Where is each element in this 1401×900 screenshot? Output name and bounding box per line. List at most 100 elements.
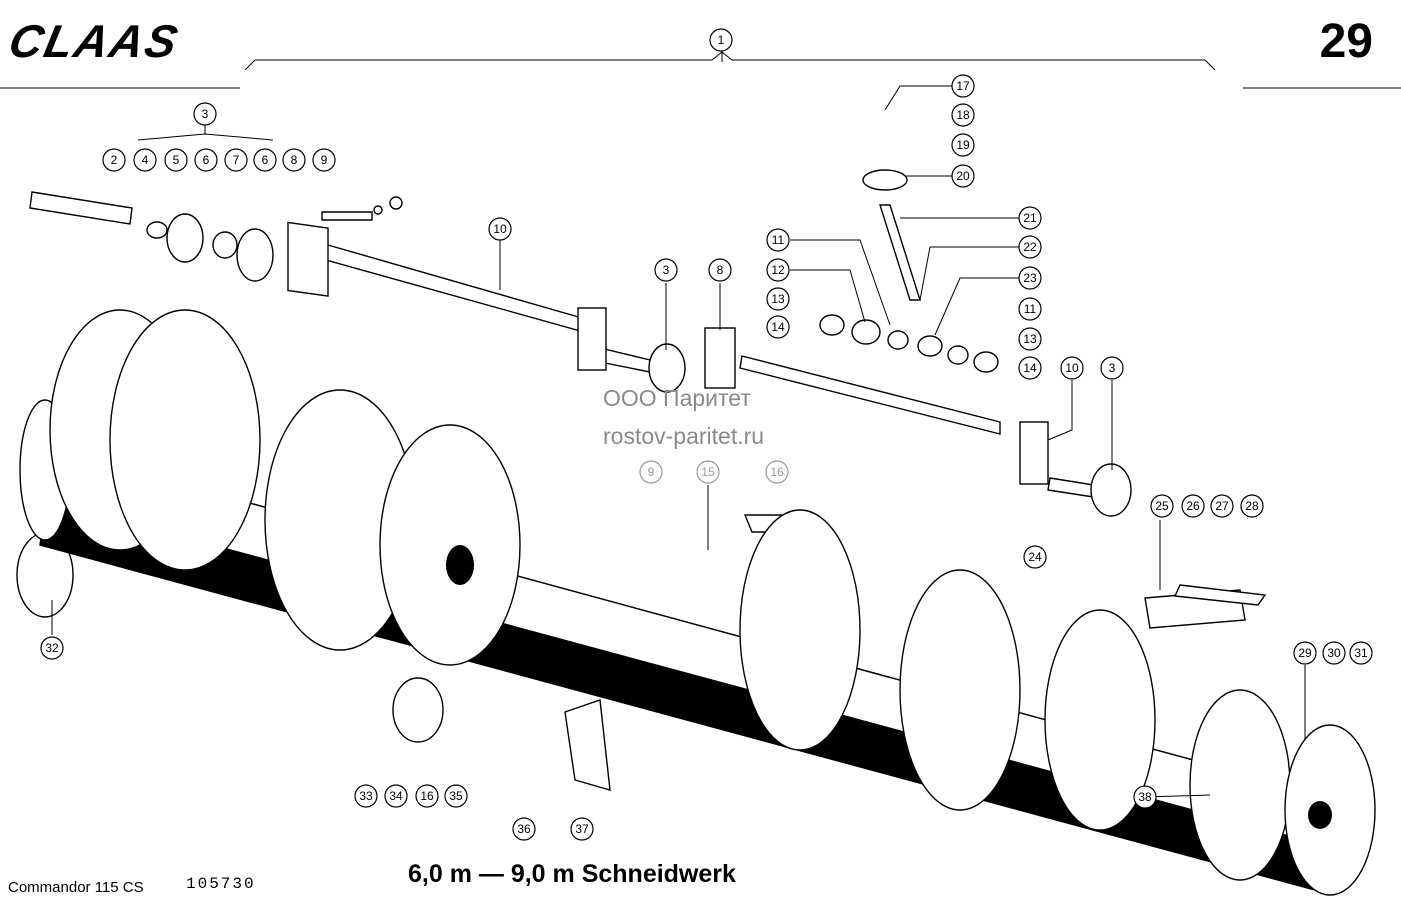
watermark-url: rostov-paritet.ru	[603, 423, 765, 449]
svg-text:21: 21	[1023, 211, 1037, 225]
document-number: 105730	[186, 875, 256, 893]
svg-text:16: 16	[770, 465, 784, 479]
callout-14b: 14	[1018, 356, 1042, 380]
svg-text:13: 13	[771, 292, 785, 306]
callout-27: 27	[1210, 494, 1234, 518]
callout-11: 11	[766, 228, 790, 252]
callout-26: 26	[1181, 494, 1205, 518]
svg-text:12: 12	[771, 263, 785, 277]
callout-21: 21	[1018, 206, 1042, 230]
callout-3c: 3	[1100, 356, 1124, 380]
callout-1: 1	[709, 28, 733, 52]
callout-33: 33	[354, 784, 378, 808]
svg-text:8: 8	[717, 263, 724, 277]
svg-text:6: 6	[262, 153, 269, 167]
callout-32: 32	[40, 636, 64, 660]
svg-text:18: 18	[956, 108, 970, 122]
callout-12: 12	[766, 258, 790, 282]
svg-text:33: 33	[359, 789, 373, 803]
callout-5: 5	[164, 148, 188, 172]
callout-19: 19	[951, 133, 975, 157]
svg-text:28: 28	[1245, 499, 1259, 513]
callout-24: 24	[1023, 545, 1047, 569]
svg-text:34: 34	[389, 789, 403, 803]
machine-model: Commandor 115 CS	[8, 879, 144, 896]
callout-16: 16	[415, 784, 439, 808]
svg-text:23: 23	[1023, 271, 1037, 285]
callout-9-faded: 9	[639, 460, 663, 484]
callout-13b: 13	[1018, 327, 1042, 351]
callout-8b: 8	[708, 258, 732, 282]
svg-text:1: 1	[718, 33, 725, 47]
svg-text:3: 3	[663, 263, 670, 277]
small-parts	[16, 169, 1267, 791]
svg-text:11: 11	[772, 233, 785, 247]
svg-text:10: 10	[493, 222, 507, 236]
callout-31: 31	[1349, 641, 1373, 665]
callout-17: 17	[951, 74, 975, 98]
svg-text:10: 10	[1065, 361, 1079, 375]
svg-text:25: 25	[1155, 499, 1169, 513]
leader-lines	[51, 85, 1306, 798]
svg-text:29: 29	[1298, 646, 1312, 660]
auger-drum	[19, 309, 1376, 896]
svg-text:22: 22	[1023, 240, 1037, 254]
svg-text:9: 9	[648, 465, 655, 479]
svg-text:4: 4	[142, 153, 149, 167]
callout-10b: 10	[1060, 356, 1084, 380]
svg-text:2: 2	[111, 153, 118, 167]
svg-text:20: 20	[956, 169, 970, 183]
svg-text:3: 3	[1109, 361, 1116, 375]
page-number: 29	[1319, 15, 1373, 68]
callout-36: 36	[512, 817, 536, 841]
svg-text:32: 32	[45, 641, 59, 655]
svg-text:14: 14	[771, 320, 785, 334]
watermark-company: ООО Паритет	[603, 385, 751, 411]
svg-text:6: 6	[203, 153, 210, 167]
callout-3: 3	[193, 102, 217, 126]
svg-text:31: 31	[1354, 646, 1368, 660]
callout-7: 7	[224, 148, 248, 172]
svg-text:19: 19	[956, 138, 970, 152]
svg-text:38: 38	[1138, 790, 1152, 804]
callout-15-faded: 15	[696, 460, 720, 484]
frame-lines	[0, 51, 1401, 89]
callout-25: 25	[1150, 494, 1174, 518]
callout-6b: 6	[253, 148, 277, 172]
callout-29: 29	[1293, 641, 1317, 665]
callout-10: 10	[488, 217, 512, 241]
diagram-caption: 6,0 m — 9,0 m Schneidwerk	[408, 860, 736, 888]
svg-text:17: 17	[956, 79, 970, 93]
callout-8: 8	[282, 148, 306, 172]
callout-38: 38	[1133, 785, 1157, 809]
svg-text:16: 16	[420, 789, 434, 803]
callout-11b: 11	[1018, 297, 1042, 321]
callout-37: 37	[570, 817, 594, 841]
callout-18: 18	[951, 103, 975, 127]
svg-text:26: 26	[1186, 499, 1200, 513]
callout-23: 23	[1018, 266, 1042, 290]
callout-4: 4	[133, 148, 157, 172]
svg-text:27: 27	[1215, 499, 1229, 513]
svg-text:11: 11	[1024, 302, 1037, 316]
svg-text:8: 8	[291, 153, 298, 167]
callout-35: 35	[444, 784, 468, 808]
svg-text:7: 7	[233, 153, 240, 167]
callout-16-faded: 16	[765, 460, 789, 484]
svg-text:37: 37	[575, 822, 589, 836]
svg-text:15: 15	[701, 465, 715, 479]
callout-2: 2	[102, 148, 126, 172]
svg-text:24: 24	[1028, 550, 1042, 564]
svg-text:36: 36	[517, 822, 531, 836]
svg-text:30: 30	[1327, 646, 1341, 660]
callout-14: 14	[766, 315, 790, 339]
callout-34: 34	[384, 784, 408, 808]
svg-text:9: 9	[321, 153, 328, 167]
callout-6: 6	[194, 148, 218, 172]
svg-text:14: 14	[1023, 361, 1037, 375]
callout-13: 13	[766, 287, 790, 311]
callout-20: 20	[951, 164, 975, 188]
svg-text:35: 35	[449, 789, 463, 803]
